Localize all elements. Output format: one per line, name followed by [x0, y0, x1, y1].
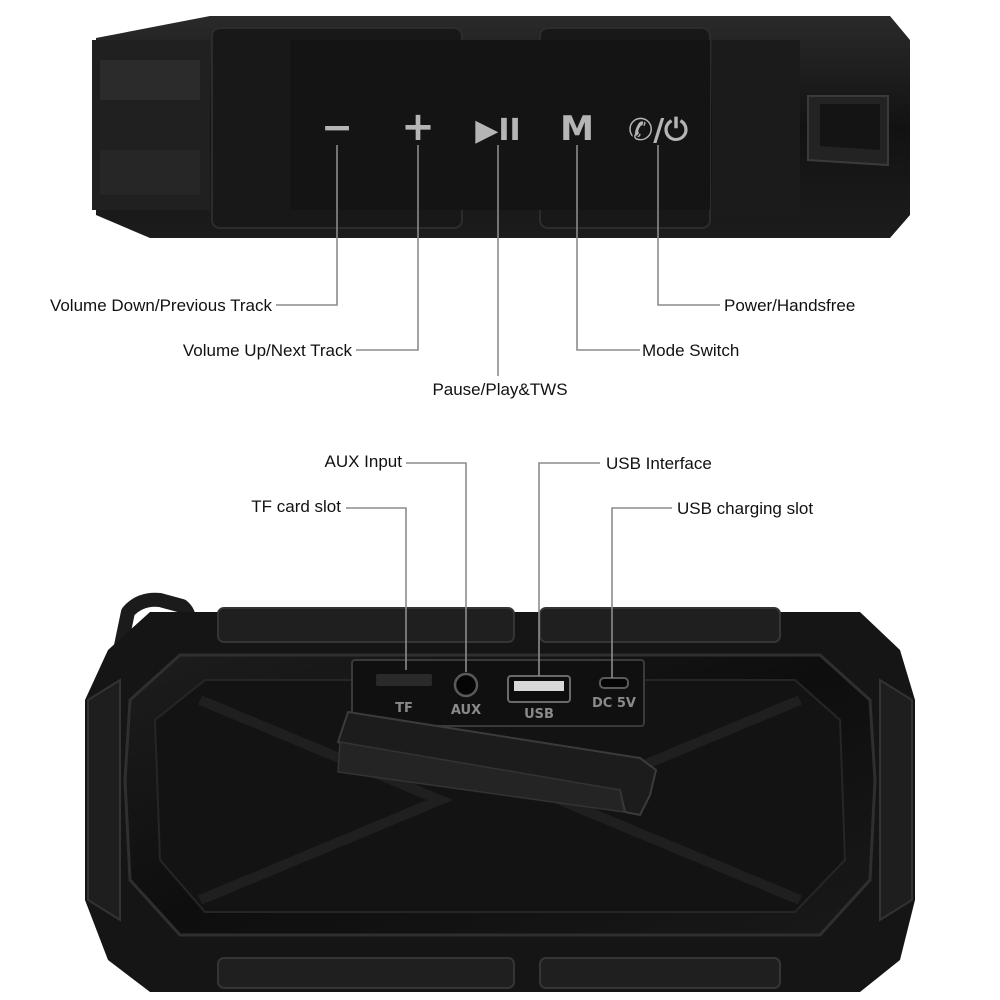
label-usb-interface: USB Interface — [606, 454, 712, 473]
label-aux-input: AUX Input — [325, 452, 403, 471]
label-power-handsfree: Power/Handsfree — [724, 296, 855, 315]
speaker-front-view: TF AUX USB DC 5V — [85, 592, 915, 992]
label-usb-charging-slot: USB charging slot — [677, 499, 813, 518]
play-pause-icon[interactable]: ▶II — [475, 113, 520, 148]
port-label-usb: USB — [524, 707, 554, 722]
minus-icon[interactable]: − — [321, 105, 353, 149]
top-leader-lines — [276, 145, 720, 376]
aux-jack[interactable] — [453, 672, 479, 698]
tf-slot[interactable] — [376, 674, 432, 686]
mode-icon[interactable]: M — [560, 109, 594, 149]
port-cover-flap[interactable] — [337, 741, 625, 813]
label-play-pause: Pause/Play&TWS — [432, 380, 567, 399]
bottom-leader-lines — [346, 462, 672, 678]
port-label-tf: TF — [395, 701, 413, 716]
label-volume-down: Volume Down/Previous Track — [50, 296, 273, 315]
phone-power-icon[interactable]: ✆/⏻ — [628, 113, 688, 148]
label-tf-card-slot: TF card slot — [251, 497, 341, 516]
micro-usb-port[interactable] — [599, 677, 629, 689]
plus-icon[interactable]: + — [401, 104, 435, 150]
port-label-aux: AUX — [451, 703, 481, 718]
label-mode-switch: Mode Switch — [642, 341, 739, 360]
speaker-top-view: − + ▶II M ✆/⏻ — [92, 16, 910, 238]
label-volume-up: Volume Up/Next Track — [183, 341, 353, 360]
port-label-dc: DC 5V — [592, 696, 636, 711]
